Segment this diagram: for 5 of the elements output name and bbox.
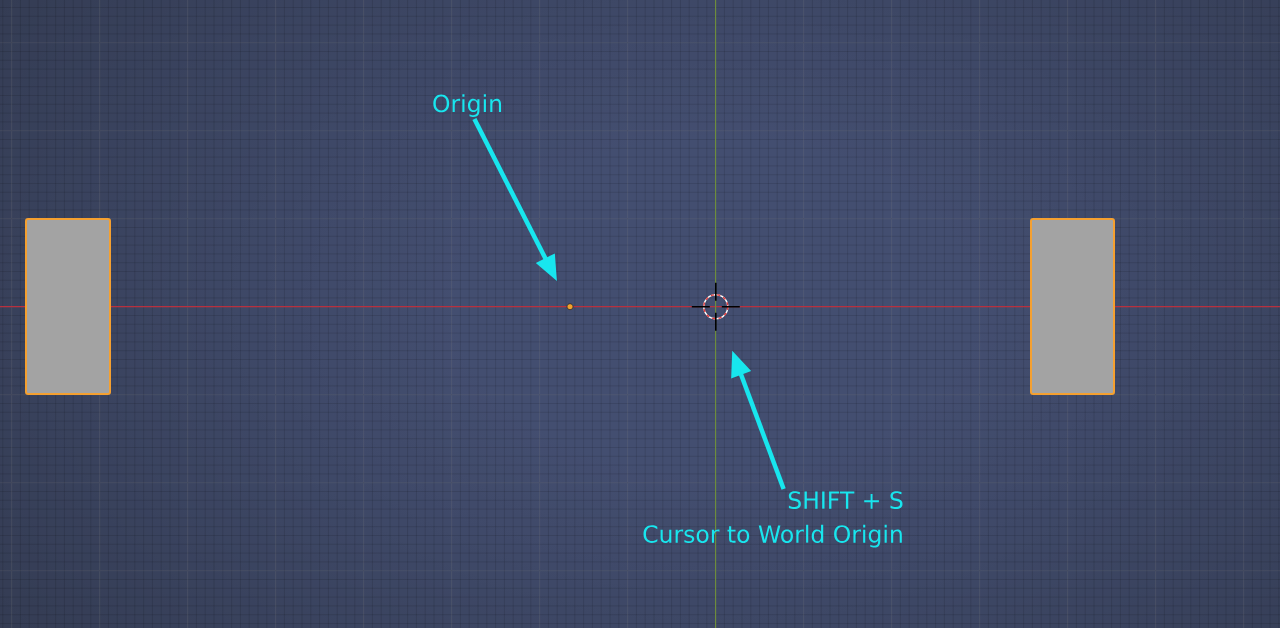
mesh-object [25,218,111,395]
crosshair-icon [691,281,741,332]
mesh-object [1030,218,1115,395]
callout-text: SHIFT + S Cursor to World Origin [643,491,903,548]
callout-text: Origin [433,94,502,117]
